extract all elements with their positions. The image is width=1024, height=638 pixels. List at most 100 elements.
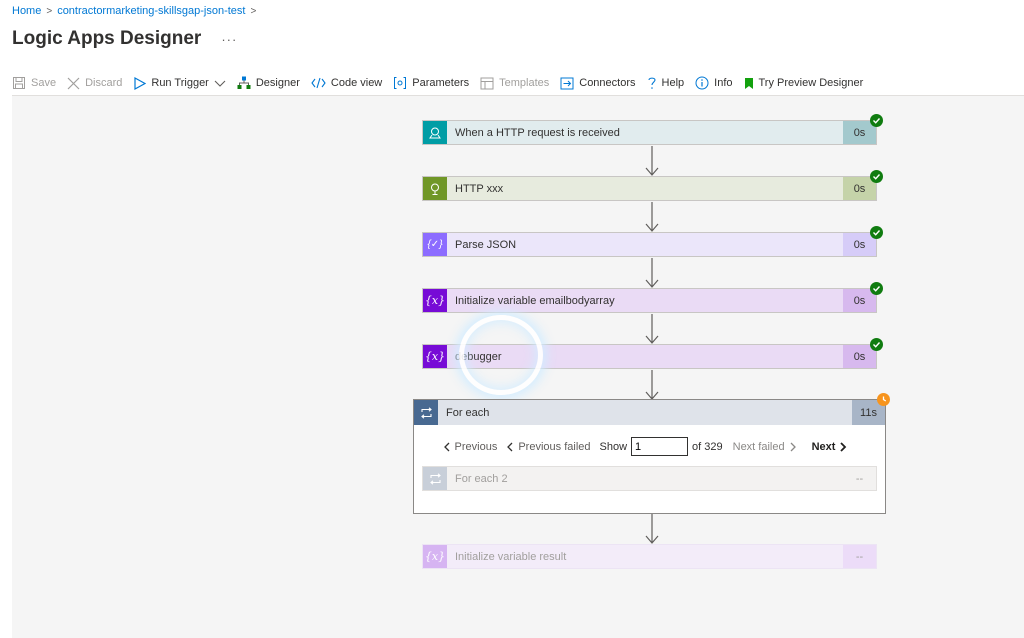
- step-duration: 0s: [843, 177, 876, 200]
- variable-icon: {x}: [423, 289, 447, 312]
- success-check-icon: [870, 338, 883, 351]
- discard-icon: [67, 77, 80, 89]
- running-status-icon: [877, 393, 890, 406]
- step-label: Parse JSON: [455, 238, 517, 251]
- variable-icon: {x}: [423, 545, 447, 568]
- play-icon: [134, 76, 147, 90]
- breadcrumb-resource[interactable]: contractormarketing-skillsgap-json-test: [57, 5, 246, 17]
- step-initialize-variable-result[interactable]: {x} Initialize variable result --: [422, 544, 877, 569]
- loop-icon: [414, 400, 438, 425]
- foreach-header[interactable]: For each 11s: [414, 400, 885, 425]
- step-http-xxx[interactable]: HTTP xxx 0s: [422, 176, 877, 201]
- success-check-icon: [870, 114, 883, 127]
- save-icon: [13, 77, 25, 89]
- more-options-icon[interactable]: ···: [221, 31, 238, 47]
- chevron-right-icon: [790, 442, 796, 451]
- chevron-right-icon: [840, 441, 847, 452]
- breadcrumb-home[interactable]: Home: [12, 5, 42, 17]
- discard-label: Discard: [85, 77, 123, 89]
- info-label: Info: [714, 77, 733, 89]
- iteration-pager: Previous Previous failed Show of 329 Nex…: [414, 437, 885, 456]
- previous-label: Previous: [454, 440, 498, 453]
- page-title: Logic Apps Designer: [12, 28, 202, 49]
- templates-icon: [480, 77, 494, 89]
- next-failed-button[interactable]: Next failed: [733, 441, 797, 453]
- previous-failed-label: Previous failed: [518, 440, 591, 453]
- success-check-icon: [870, 170, 883, 183]
- flag-icon: [744, 77, 753, 89]
- breadcrumb: Home > contractormarketing-skillsgap-jso…: [12, 5, 261, 17]
- connectors-icon: [560, 77, 574, 89]
- code-icon: [311, 77, 326, 89]
- info-button[interactable]: Info: [695, 76, 733, 90]
- variable-icon: {x}: [423, 345, 447, 368]
- designer-label: Designer: [255, 77, 300, 89]
- parameters-icon: [394, 77, 407, 89]
- step-duration: 0s: [843, 345, 876, 368]
- step-label: Initialize variable result: [455, 550, 567, 563]
- designer-button[interactable]: Designer: [237, 76, 300, 90]
- flow-arrow: [645, 370, 659, 400]
- step-duration: 0s: [843, 289, 876, 312]
- step-duration: 0s: [843, 121, 876, 144]
- info-icon: [695, 76, 709, 90]
- step-label: When a HTTP request is received: [455, 126, 620, 139]
- flow-arrow: [645, 314, 659, 344]
- save-button[interactable]: Save: [12, 76, 56, 90]
- code-view-label: Code view: [330, 77, 383, 89]
- iteration-total-label: of 329: [692, 440, 723, 453]
- step-parse-json[interactable]: {✓} Parse JSON 0s: [422, 232, 877, 257]
- step-label: Initialize variable emailbodyarray: [455, 294, 615, 307]
- chevron-left-icon: [443, 442, 450, 451]
- step-initialize-variable-emailbodyarray[interactable]: {x} Initialize variable emailbodyarray 0…: [422, 288, 877, 313]
- step-for-each-2[interactable]: For each 2 --: [422, 466, 877, 491]
- breadcrumb-separator: >: [46, 5, 53, 17]
- next-button[interactable]: Next: [812, 441, 848, 453]
- step-duration: --: [843, 545, 876, 568]
- step-label: For each 2: [455, 472, 508, 485]
- chevron-down-icon: [214, 80, 226, 87]
- code-view-button[interactable]: Code view: [311, 77, 382, 89]
- designer-icon: [237, 76, 251, 89]
- help-button[interactable]: Help: [647, 76, 685, 90]
- step-http-request-trigger[interactable]: When a HTTP request is received 0s: [422, 120, 877, 145]
- show-label: Show: [599, 440, 628, 453]
- step-duration: --: [855, 472, 864, 485]
- next-label: Next: [811, 440, 836, 453]
- help-label: Help: [661, 77, 685, 89]
- success-check-icon: [870, 282, 883, 295]
- run-trigger-button[interactable]: Run Trigger: [133, 76, 226, 90]
- try-preview-designer-button[interactable]: Try Preview Designer: [744, 77, 864, 90]
- flow-arrow: [645, 146, 659, 176]
- try-preview-label: Try Preview Designer: [758, 77, 864, 89]
- toolbar-divider: [12, 95, 1024, 96]
- success-check-icon: [870, 226, 883, 239]
- previous-failed-button[interactable]: Previous failed: [506, 440, 591, 453]
- templates-button[interactable]: Templates: [480, 77, 549, 90]
- connectors-label: Connectors: [579, 77, 636, 89]
- help-icon: [647, 77, 656, 89]
- parameters-label: Parameters: [412, 77, 470, 89]
- toolbar: Save Discard Run Trigger Designer Code v…: [12, 73, 1024, 93]
- loop-icon: [423, 467, 447, 490]
- discard-button[interactable]: Discard: [67, 77, 122, 90]
- http-request-icon: [423, 121, 447, 144]
- previous-button[interactable]: Previous: [443, 440, 498, 453]
- parse-json-icon: {✓}: [423, 233, 447, 256]
- parameters-button[interactable]: Parameters: [393, 76, 469, 90]
- step-label: HTTP xxx: [455, 182, 504, 195]
- click-highlight-ring: [459, 315, 543, 395]
- iteration-index-input[interactable]: [631, 437, 689, 456]
- chevron-left-icon: [507, 442, 513, 451]
- templates-label: Templates: [499, 77, 550, 89]
- connectors-button[interactable]: Connectors: [560, 77, 636, 90]
- http-icon: [423, 177, 447, 200]
- step-duration: 0s: [843, 233, 876, 256]
- save-label: Save: [31, 77, 57, 89]
- run-trigger-label: Run Trigger: [151, 77, 209, 89]
- foreach-container[interactable]: For each 11s Previous Previous failed Sh…: [413, 399, 886, 514]
- flow-arrow: [645, 202, 659, 232]
- foreach-label: For each: [446, 406, 490, 419]
- flow-arrow: [645, 258, 659, 288]
- breadcrumb-separator: >: [250, 5, 257, 17]
